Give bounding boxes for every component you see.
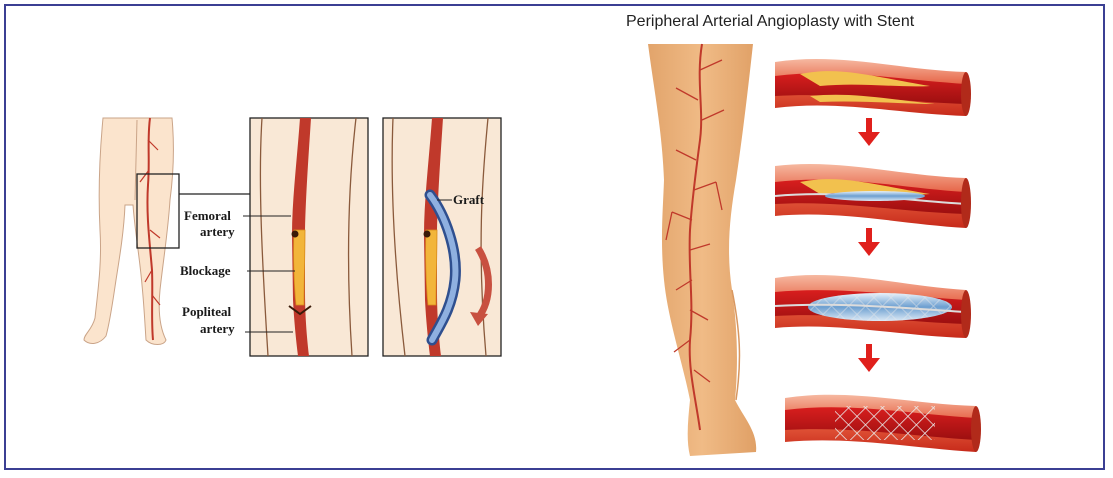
stage-balloon-inserted [775,164,971,228]
stage-balloon-inflated [775,275,971,338]
bypass-illustration: Femoral artery Blockage Popliteal artery… [84,118,501,356]
label-popliteal-2: artery [200,321,235,336]
zoom-panel-blockage [250,118,368,356]
zoom-panel-graft [383,118,501,356]
stage-stent-in-place [785,395,981,452]
stage-narrowed-artery [775,59,971,116]
arrow-3 [858,344,880,372]
label-femoral-1: Femoral [184,208,231,223]
tan-leg [648,44,756,456]
arrow-1 [858,118,880,146]
label-graft: Graft [453,192,485,207]
arrow-2 [858,228,880,256]
label-femoral-2: artery [200,224,235,239]
angioplasty-title: Peripheral Arterial Angioplasty with Ste… [626,13,915,30]
label-blockage: Blockage [180,263,231,278]
label-popliteal-1: Popliteal [182,304,231,319]
